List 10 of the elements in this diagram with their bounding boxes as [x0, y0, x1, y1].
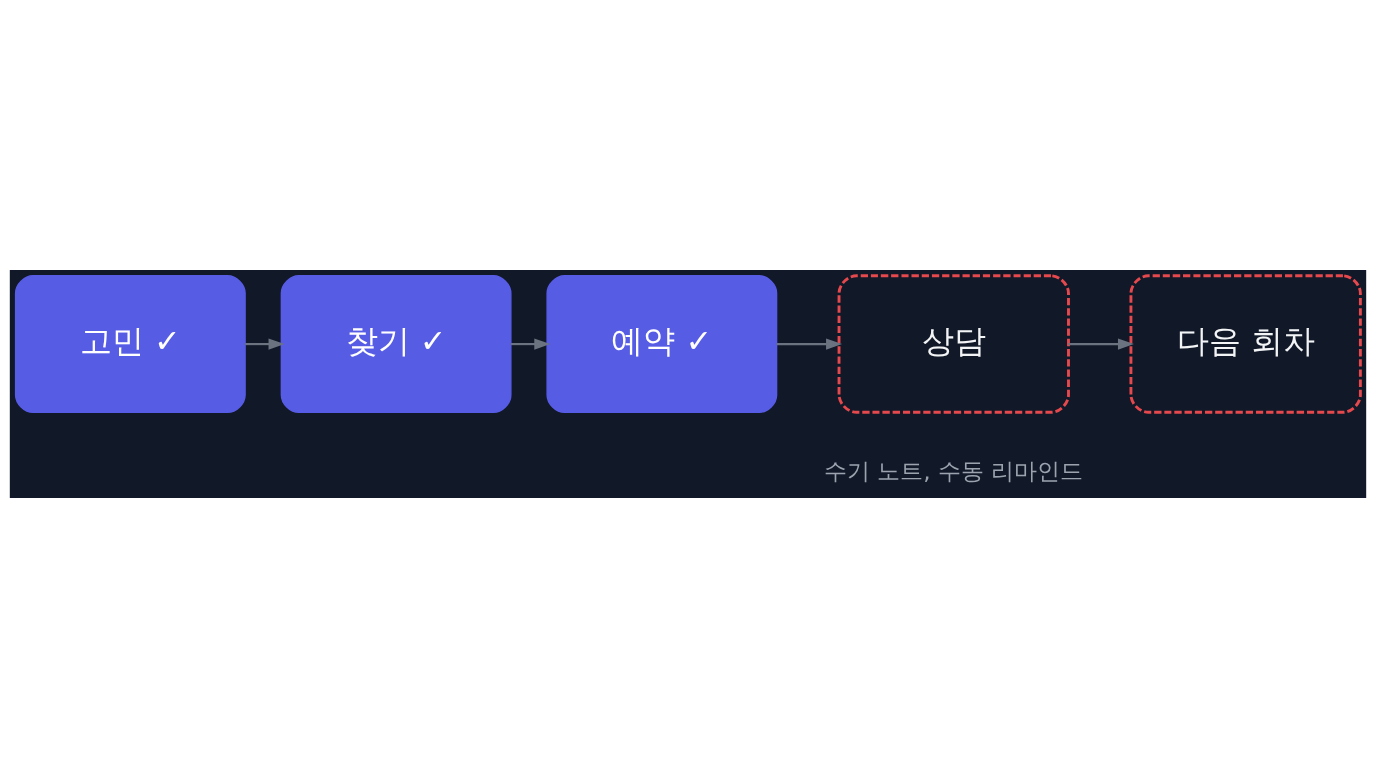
arrow — [776, 338, 843, 350]
node-box: 고민 ✓ — [14, 275, 246, 414]
arrow — [510, 338, 551, 350]
node-box: 다음 회차 — [1129, 274, 1362, 414]
arrow — [245, 338, 285, 350]
arrow — [1068, 338, 1134, 350]
node-box: 상담 — [837, 274, 1070, 414]
node-box: 예약 ✓ — [546, 275, 778, 414]
label: 수기 노트, 수동 리마인드 — [823, 456, 1084, 484]
node-box: 찾기 ✓ — [280, 275, 512, 414]
